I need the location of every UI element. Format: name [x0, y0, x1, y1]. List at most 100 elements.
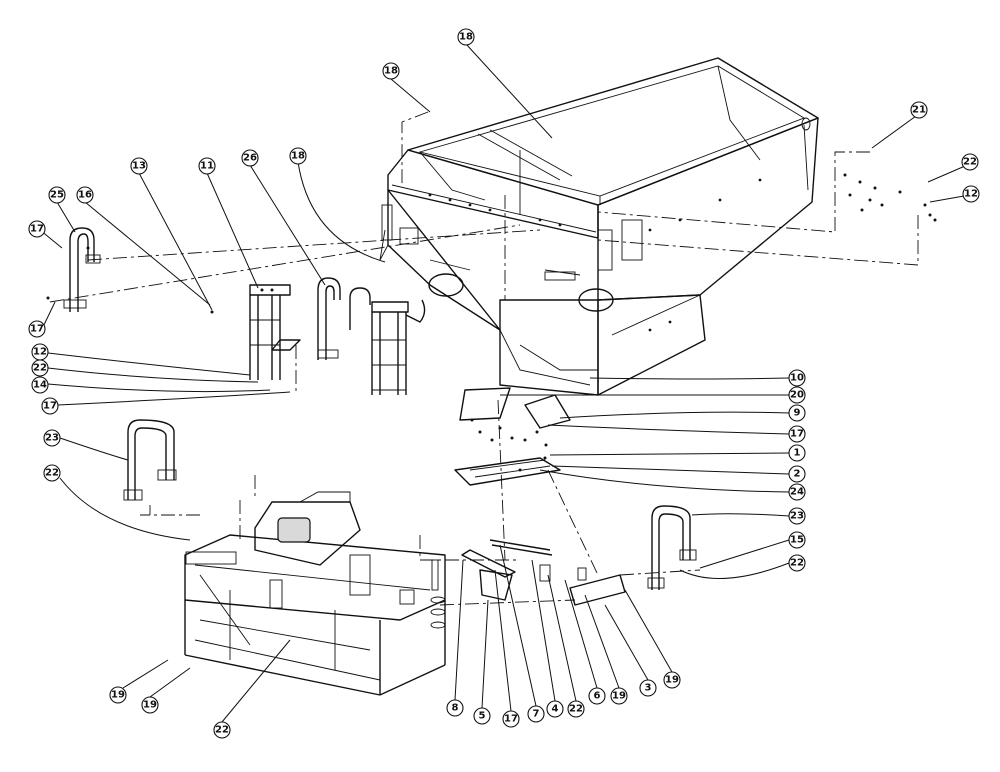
svg-text:17: 17: [790, 429, 804, 440]
svg-text:7: 7: [533, 709, 540, 720]
callout-20: 20: [788, 386, 806, 404]
svg-text:21: 21: [912, 105, 926, 116]
callout-17e: 17: [502, 710, 520, 728]
svg-text:13: 13: [132, 161, 146, 172]
svg-text:6: 6: [594, 691, 601, 702]
grab-handle-23-right: [647, 505, 697, 590]
callout-1: 1: [788, 444, 806, 462]
callout-22a: 22: [961, 153, 979, 171]
assembly-lines: [49, 111, 919, 606]
callout-12b: 12: [31, 343, 49, 361]
callout-18a: 18: [382, 62, 400, 80]
svg-text:23: 23: [790, 511, 804, 522]
callout-19a: 19: [109, 686, 127, 704]
chassis-frame: [184, 491, 446, 696]
svg-text:16: 16: [78, 190, 92, 201]
svg-text:22: 22: [569, 704, 583, 715]
svg-text:18: 18: [384, 66, 398, 77]
callout-11: 11: [198, 157, 216, 175]
callout-19d: 19: [663, 671, 681, 689]
callout-18c: 18: [289, 147, 307, 165]
callout-18b: 18: [457, 28, 475, 46]
svg-text:22: 22: [45, 468, 59, 479]
svg-text:19: 19: [143, 700, 157, 711]
leader-lines: [39, 43, 966, 723]
callout-22c: 22: [43, 464, 61, 482]
svg-text:18: 18: [459, 32, 473, 43]
svg-text:22: 22: [963, 157, 977, 168]
callout-13: 13: [130, 157, 148, 175]
grab-handle-26: [317, 277, 341, 360]
callout-19c: 19: [610, 687, 628, 705]
plate-9: [524, 394, 571, 429]
svg-text:22: 22: [215, 725, 229, 736]
svg-text:14: 14: [33, 380, 47, 391]
hardware-dots: [46, 173, 937, 472]
svg-text:3: 3: [645, 683, 652, 694]
callout-5: 5: [473, 707, 491, 725]
hopper-body: [379, 57, 819, 396]
callout-15: 15: [788, 531, 806, 549]
chute-parts: [461, 539, 626, 606]
callout-22b: 22: [31, 359, 49, 377]
plate-20: [459, 387, 511, 421]
callout-19b: 19: [141, 696, 159, 714]
callout-22f: 22: [567, 700, 585, 718]
callout-25: 25: [48, 186, 66, 204]
svg-text:15: 15: [790, 535, 804, 546]
svg-text:20: 20: [790, 390, 804, 401]
grab-handle-23-left: [123, 419, 177, 501]
callout-26: 26: [241, 149, 259, 167]
callout-8: 8: [446, 699, 464, 717]
callout-12a: 12: [962, 185, 980, 203]
callout-3: 3: [639, 679, 657, 697]
callout-21: 21: [910, 101, 928, 119]
svg-text:19: 19: [665, 675, 679, 686]
svg-text:25: 25: [50, 190, 64, 201]
svg-text:9: 9: [794, 408, 801, 419]
svg-text:4: 4: [552, 704, 559, 715]
svg-text:12: 12: [33, 347, 47, 358]
callout-22e: 22: [213, 721, 231, 739]
svg-text:10: 10: [790, 373, 804, 384]
ladder-step-11: [249, 284, 301, 380]
svg-text:26: 26: [243, 153, 257, 164]
callout-17d: 17: [788, 425, 806, 443]
svg-text:12: 12: [964, 189, 978, 200]
plate-24: [454, 457, 561, 486]
callout-23a: 23: [43, 429, 61, 447]
callout-2: 2: [788, 465, 806, 483]
callout-14: 14: [31, 376, 49, 394]
svg-text:17: 17: [30, 224, 44, 235]
svg-text:2: 2: [794, 469, 801, 480]
callout-17c: 17: [41, 397, 59, 415]
callout-10: 10: [788, 369, 806, 387]
svg-text:5: 5: [479, 711, 486, 722]
callout-9: 9: [788, 404, 806, 422]
svg-text:11: 11: [200, 161, 214, 172]
callout-6: 6: [588, 687, 606, 705]
svg-text:1: 1: [794, 448, 801, 459]
callout-17a: 17: [28, 220, 46, 238]
callout-4: 4: [546, 700, 564, 718]
callout-7: 7: [527, 705, 545, 723]
callout-17b: 17: [28, 320, 46, 338]
svg-text:23: 23: [45, 433, 59, 444]
svg-text:19: 19: [612, 691, 626, 702]
svg-text:17: 17: [30, 324, 44, 335]
svg-text:22: 22: [790, 558, 804, 569]
svg-text:22: 22: [33, 363, 47, 374]
svg-text:17: 17: [43, 401, 57, 412]
callout-24: 24: [788, 483, 806, 501]
callout-23b: 23: [788, 507, 806, 525]
hopper-rivets: [428, 178, 762, 332]
svg-text:17: 17: [504, 714, 518, 725]
svg-text:24: 24: [790, 487, 804, 498]
left-grab-handle: [63, 227, 101, 312]
svg-text:18: 18: [291, 151, 305, 162]
svg-text:8: 8: [452, 703, 459, 714]
bolt-stack: [430, 559, 446, 629]
svg-text:19: 19: [111, 690, 125, 701]
